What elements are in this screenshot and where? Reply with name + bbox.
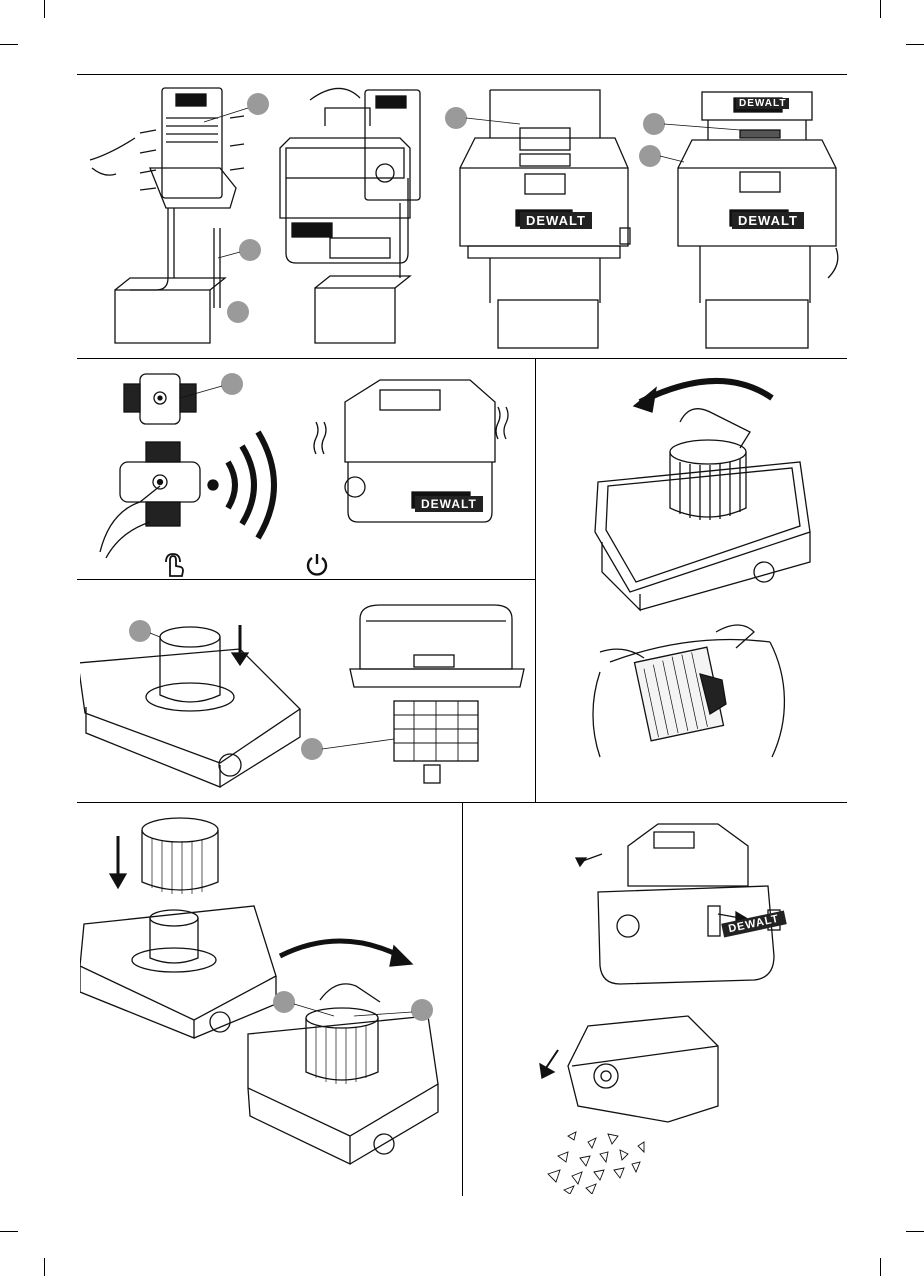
crop-mark [44,1258,45,1276]
vac-on-bracket [280,88,420,343]
crop-mark [44,0,45,18]
crop-mark [0,1231,18,1232]
crop-mark [880,0,881,18]
filter-remove-figure [540,362,845,800]
crop-mark [906,1231,924,1232]
filter-install-figure [80,806,460,1194]
press-button-icon [162,552,186,578]
divider [77,74,847,75]
emptying-figure [468,806,845,1194]
crop-mark [906,44,924,45]
crop-mark [880,1258,881,1276]
divider [462,802,463,1196]
crop-mark [0,44,18,45]
remote-figure [80,362,532,576]
divider [77,579,535,580]
brand-logo: DEWALT [415,496,483,512]
brand-logo: DEWALT [732,212,804,229]
bracket-exploded [90,88,244,343]
brand-logo: DEWALT [736,98,789,109]
divider [77,358,847,359]
filter-cage-figure [80,583,532,799]
power-icon [305,552,329,576]
divider [535,358,536,802]
wall-mount-figure [80,78,845,354]
brand-logo: DEWALT [520,212,592,229]
